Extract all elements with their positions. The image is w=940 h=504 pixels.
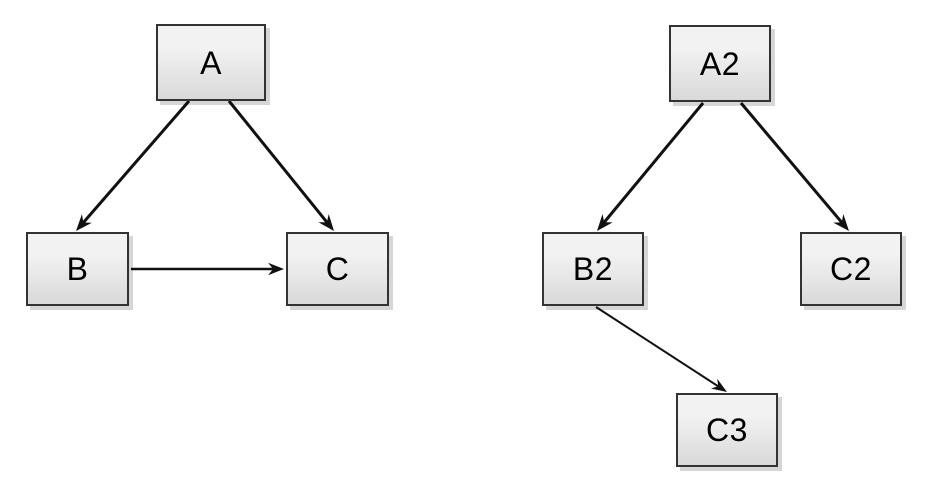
node-a[interactable]: A — [156, 24, 266, 101]
node-label-b: B — [66, 251, 89, 287]
edge-a-to-c[interactable] — [227, 100, 334, 231]
node-c3[interactable]: C3 — [676, 393, 778, 467]
arrowhead-icon — [597, 214, 613, 231]
arrowhead-icon — [710, 378, 727, 392]
edge-a2-to-b2[interactable] — [597, 102, 705, 231]
node-c2[interactable]: C2 — [800, 232, 902, 306]
edge-line — [595, 306, 722, 390]
arrowhead-icon — [833, 214, 849, 231]
edge-line — [79, 100, 191, 227]
edge-line — [227, 100, 331, 227]
edge-line — [600, 102, 705, 227]
edge-a2-to-c2[interactable] — [739, 102, 849, 231]
edge-a-to-b[interactable] — [76, 100, 191, 231]
node-label-c2: C2 — [830, 251, 872, 287]
arrowhead-icon — [268, 262, 284, 276]
edge-line — [739, 102, 846, 227]
node-b[interactable]: B — [26, 232, 129, 306]
edge-b-to-c[interactable] — [131, 262, 284, 276]
arrowhead-icon — [76, 214, 92, 231]
node-a2[interactable]: A2 — [669, 25, 771, 102]
node-label-c: C — [325, 251, 350, 287]
edge-b2-to-c3[interactable] — [595, 306, 727, 392]
arrowhead-icon — [318, 213, 334, 231]
node-label-b2: B2 — [572, 251, 614, 287]
node-c[interactable]: C — [286, 232, 389, 306]
node-label-a: A — [200, 44, 222, 81]
node-b2[interactable]: B2 — [542, 232, 644, 306]
node-label-a2: A2 — [699, 45, 741, 82]
node-label-c3: C3 — [706, 412, 748, 448]
